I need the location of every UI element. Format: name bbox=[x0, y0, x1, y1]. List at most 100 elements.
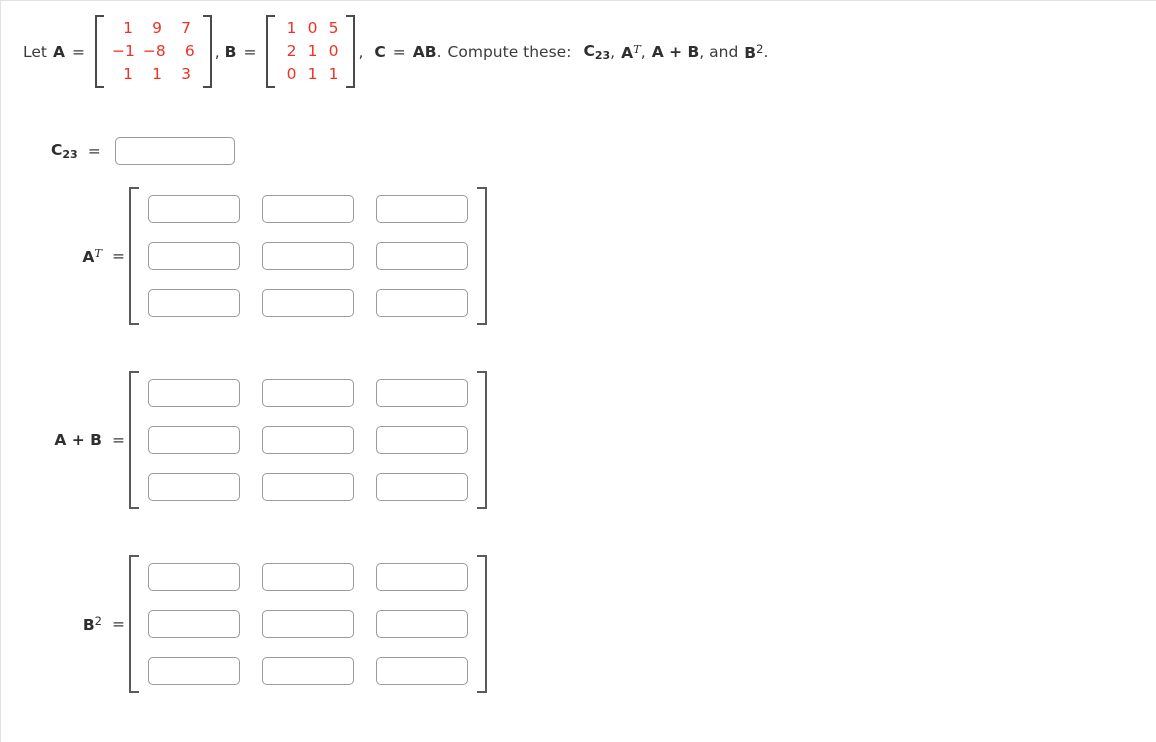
task-at-superscript: T bbox=[633, 41, 641, 56]
matrix-a-rows: 1 9 7 −1 −8 6 1 1 3 bbox=[104, 15, 203, 88]
answer-row-a-plus-b: A + B = bbox=[1, 371, 491, 509]
answer-label-c23-subscript: 23 bbox=[62, 148, 78, 161]
at-cell-2-3[interactable] bbox=[376, 242, 468, 270]
left-bracket bbox=[94, 15, 104, 88]
matrix-cell: 1 bbox=[286, 19, 297, 37]
b2-cell-3-3[interactable] bbox=[376, 657, 468, 685]
at-cell-1-2[interactable] bbox=[262, 195, 354, 223]
equals-sign-c: = bbox=[392, 42, 406, 61]
matrix-a-label: A bbox=[52, 42, 65, 61]
compute-prompt: Compute these: bbox=[447, 42, 572, 61]
answer-label-c23: C23 bbox=[51, 141, 78, 161]
matrix-row: 0 1 1 bbox=[279, 63, 342, 86]
task-b-squared: B2 bbox=[744, 42, 763, 62]
answer-label-col-b2: B2 = bbox=[1, 614, 129, 634]
task-comma: , bbox=[610, 42, 616, 61]
answer-label-a-plus-b: A + B bbox=[54, 431, 102, 449]
matrix-cell: 2 bbox=[286, 42, 297, 60]
at-cell-2-2[interactable] bbox=[262, 242, 354, 270]
b-squared-matrix bbox=[129, 555, 487, 693]
matrix-row: 1 1 3 bbox=[108, 63, 199, 86]
answer-label-col-apb: A + B = bbox=[1, 431, 129, 449]
answer-label-at-base: A bbox=[82, 248, 95, 266]
right-bracket bbox=[477, 371, 487, 509]
apb-cell-1-3[interactable] bbox=[376, 379, 468, 407]
answer-label-b2-superscript: 2 bbox=[94, 614, 102, 628]
matrix-c-label: C bbox=[374, 42, 386, 61]
matrix-cell: 1 bbox=[123, 65, 133, 83]
task-b2-base: B bbox=[744, 43, 757, 62]
matrix-cell: 6 bbox=[184, 42, 195, 60]
matrix-row: 2 1 0 bbox=[279, 40, 342, 63]
b2-cell-1-3[interactable] bbox=[376, 563, 468, 591]
answer-label-b-squared: B2 bbox=[83, 614, 102, 634]
left-bracket bbox=[266, 15, 276, 88]
left-bracket bbox=[129, 555, 139, 693]
b2-cell-2-3[interactable] bbox=[376, 610, 468, 638]
matrix-b-label: B bbox=[224, 42, 237, 61]
b2-cell-3-1[interactable] bbox=[148, 657, 240, 685]
problem-statement: Let A = 1 9 7 −1 −8 6 1 1 3 bbox=[23, 15, 768, 88]
apb-cell-3-2[interactable] bbox=[262, 473, 354, 501]
answer-label-c23-base: C bbox=[51, 141, 63, 159]
answer-row-c23: C23 = bbox=[51, 137, 235, 165]
b2-cell-3-2[interactable] bbox=[262, 657, 354, 685]
matrix-b-rows: 1 0 5 2 1 0 0 1 1 bbox=[275, 15, 346, 88]
matrix-cell: 0 bbox=[286, 65, 297, 83]
apb-cell-2-2[interactable] bbox=[262, 426, 354, 454]
equals-sign-b: = bbox=[243, 42, 257, 61]
matrix-b-literal: 1 0 5 2 1 0 0 1 1 bbox=[266, 15, 356, 88]
matrix-row: 1 0 5 bbox=[279, 17, 342, 40]
answer-label-at-superscript: T bbox=[94, 246, 102, 260]
b-squared-grid bbox=[139, 555, 477, 693]
apb-cell-1-1[interactable] bbox=[148, 379, 240, 407]
apb-cell-2-3[interactable] bbox=[376, 426, 468, 454]
at-cell-3-2[interactable] bbox=[262, 289, 354, 317]
b2-cell-2-2[interactable] bbox=[262, 610, 354, 638]
at-cell-1-3[interactable] bbox=[376, 195, 468, 223]
right-bracket bbox=[477, 187, 487, 325]
matrix-cell: 0 bbox=[328, 42, 339, 60]
left-bracket bbox=[129, 371, 139, 509]
answer-row-a-transpose: AT = bbox=[1, 187, 491, 325]
matrix-cell: 7 bbox=[181, 19, 191, 37]
c23-input[interactable] bbox=[114, 137, 235, 165]
matrix-cell: 5 bbox=[328, 19, 339, 37]
matrix-c-definition: AB bbox=[412, 42, 437, 61]
matrix-input-row bbox=[148, 195, 468, 223]
at-cell-1-1[interactable] bbox=[148, 195, 240, 223]
b2-cell-2-1[interactable] bbox=[148, 610, 240, 638]
at-cell-3-1[interactable] bbox=[148, 289, 240, 317]
matrix-a-literal: 1 9 7 −1 −8 6 1 1 3 bbox=[94, 15, 212, 88]
task-c23: C23 bbox=[583, 42, 610, 62]
task-comma: , bbox=[640, 42, 646, 61]
apb-cell-1-2[interactable] bbox=[262, 379, 354, 407]
period: . bbox=[436, 42, 442, 61]
matrix-input-row bbox=[148, 242, 468, 270]
matrix-cell: 1 bbox=[152, 65, 162, 83]
apb-cell-3-1[interactable] bbox=[148, 473, 240, 501]
answer-label-col-at: AT = bbox=[1, 246, 129, 266]
at-cell-2-1[interactable] bbox=[148, 242, 240, 270]
a-plus-b-grid bbox=[139, 371, 477, 509]
left-bracket bbox=[129, 187, 139, 325]
right-bracket bbox=[346, 15, 356, 88]
task-comma-and: , and bbox=[699, 42, 739, 61]
b2-cell-1-2[interactable] bbox=[262, 563, 354, 591]
answer-row-b-squared: B2 = bbox=[1, 555, 491, 693]
task-at-base: A bbox=[621, 43, 634, 62]
answer-equals-at: = bbox=[112, 247, 125, 265]
task-a-transpose: AT bbox=[621, 42, 641, 62]
task-b2-superscript: 2 bbox=[756, 41, 764, 56]
apb-cell-2-1[interactable] bbox=[148, 426, 240, 454]
at-cell-3-3[interactable] bbox=[376, 289, 468, 317]
apb-cell-3-3[interactable] bbox=[376, 473, 468, 501]
b2-cell-1-1[interactable] bbox=[148, 563, 240, 591]
answer-equals-b2: = bbox=[112, 615, 125, 633]
answer-label-b2-base: B bbox=[82, 616, 95, 634]
matrix-cell: 1 bbox=[307, 65, 318, 83]
matrix-cell: 0 bbox=[307, 19, 318, 37]
matrix-input-row bbox=[148, 289, 468, 317]
matrix-cell: −1 bbox=[111, 42, 135, 60]
right-bracket bbox=[477, 555, 487, 693]
